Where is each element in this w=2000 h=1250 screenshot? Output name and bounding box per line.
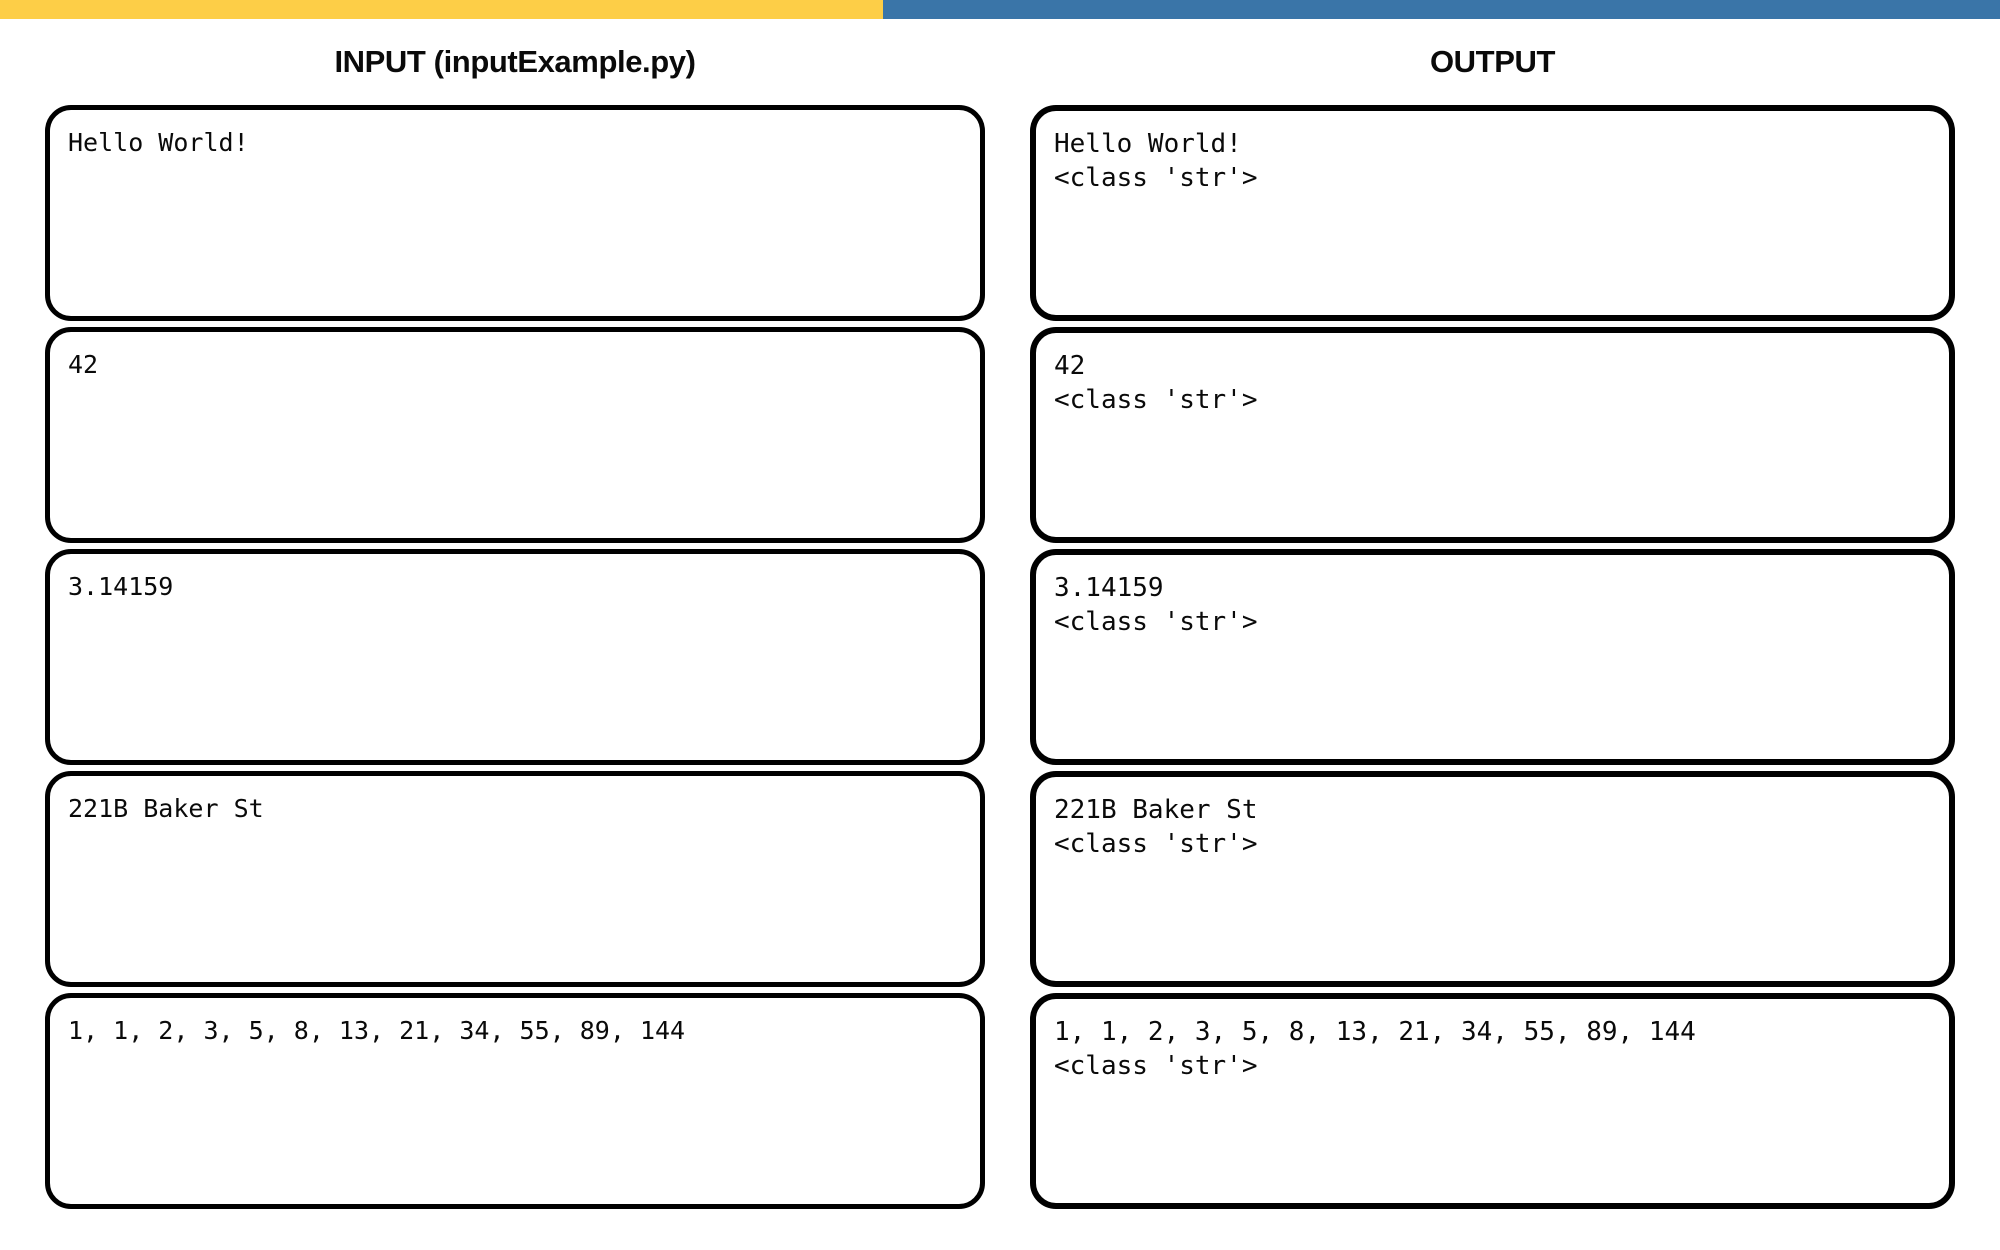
input-text: 1, 1, 2, 3, 5, 8, 13, 21, 34, 55, 89, 14… [68,1016,686,1045]
input-box: Hello World! [45,105,985,321]
input-column: Hello World! 42 3.14159 221B Baker St 1,… [45,105,985,1215]
output-type-text: <class 'str'> [1054,829,1258,859]
output-value-text: 1, 1, 2, 3, 5, 8, 13, 21, 34, 55, 89, 14… [1054,1017,1696,1047]
output-box: 42 <class 'str'> [1030,327,1955,543]
input-text: 42 [68,350,99,379]
input-text: Hello World! [68,128,249,157]
output-type-text: <class 'str'> [1054,607,1258,637]
input-text: 3.14159 [68,572,174,601]
output-column: Hello World! <class 'str'> 42 <class 'st… [1030,105,1955,1215]
input-box: 3.14159 [45,549,985,765]
output-type-text: <class 'str'> [1054,163,1258,193]
output-box: 221B Baker St <class 'str'> [1030,771,1955,987]
input-box: 221B Baker St [45,771,985,987]
accent-bar-yellow-segment [0,0,883,19]
output-box: Hello World! <class 'str'> [1030,105,1955,321]
accent-bar-blue-segment [883,0,2000,19]
output-column-header: OUTPUT [1429,44,1556,79]
input-text: 221B Baker St [68,794,264,823]
output-value-text: Hello World! [1054,129,1242,159]
input-box: 42 [45,327,985,543]
output-box: 3.14159 <class 'str'> [1030,549,1955,765]
top-accent-bar [0,0,2000,19]
output-type-text: <class 'str'> [1054,1051,1258,1081]
output-type-text: <class 'str'> [1054,385,1258,415]
output-value-text: 3.14159 [1054,573,1164,603]
input-column-header: INPUT (inputExample.py) [334,44,696,79]
output-value-text: 221B Baker St [1054,795,1258,825]
output-box: 1, 1, 2, 3, 5, 8, 13, 21, 34, 55, 89, 14… [1030,993,1955,1209]
output-value-text: 42 [1054,351,1086,381]
input-box: 1, 1, 2, 3, 5, 8, 13, 21, 34, 55, 89, 14… [45,993,985,1209]
